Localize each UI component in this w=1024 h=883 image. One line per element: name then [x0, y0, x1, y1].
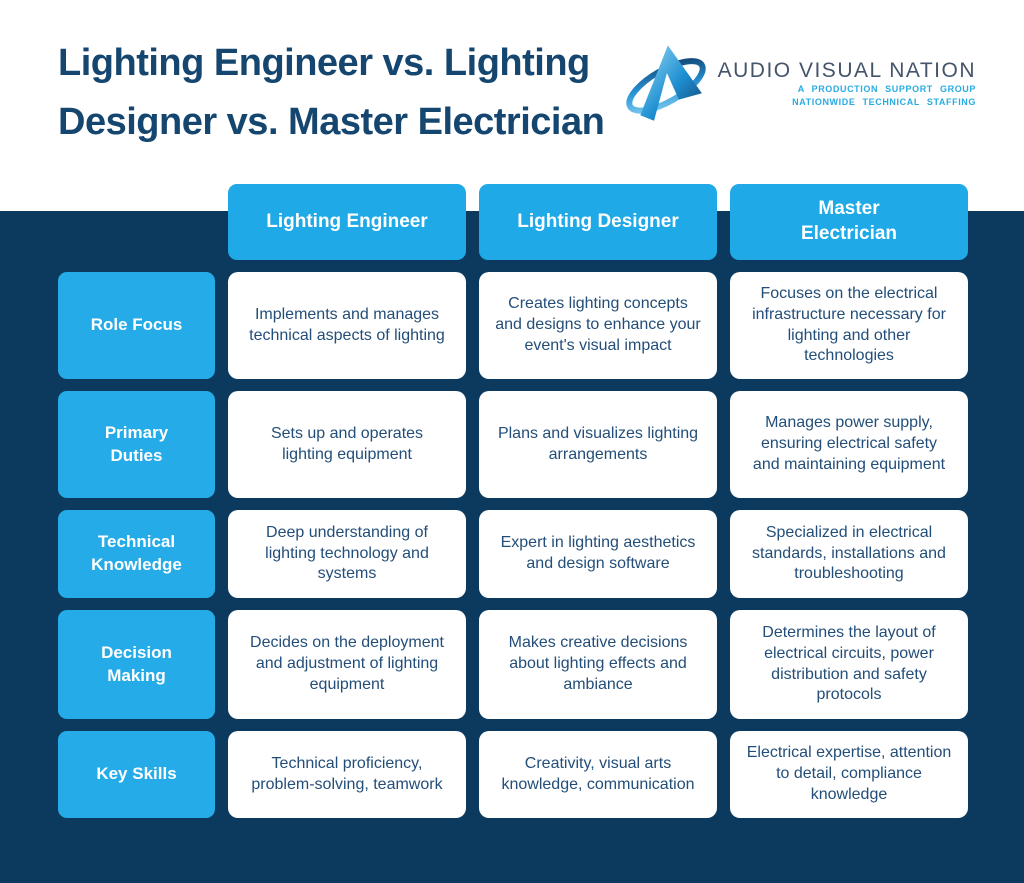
table-cell: Focuses on the electrical infrastructure…	[730, 272, 968, 379]
row-label-text: Role Focus	[90, 315, 183, 335]
column-header-lighting-engineer: Lighting Engineer	[228, 184, 466, 260]
table-cell: Determines the layout of electrical circ…	[730, 610, 968, 719]
logo-name: AUDIO VISUAL NATION	[717, 58, 976, 82]
table-cell: Specialized in electrical standards, ins…	[730, 510, 968, 598]
table-cell: Implements and manages technical aspects…	[228, 272, 466, 379]
column-header-label: Master Electrician	[800, 198, 898, 244]
row-label-role-focus: Role Focus	[58, 272, 215, 379]
logo-tagline-2: NATIONWIDE TECHNICAL STAFFING	[792, 97, 976, 107]
row-label-text: Technical Knowledge	[91, 532, 182, 574]
page-title: Lighting Engineer vs. Lighting Designer …	[58, 34, 605, 152]
orbit-a-logo-icon	[625, 45, 706, 121]
corner-spacer	[58, 184, 215, 260]
row-label-technical-knowledge: Technical Knowledge	[58, 510, 215, 598]
column-header-lighting-designer: Lighting Designer	[479, 184, 717, 260]
table-cell: Expert in lighting aesthetics and design…	[479, 510, 717, 598]
row-label-decision-making: Decision Making	[58, 610, 215, 719]
logo-tagline-1: A PRODUCTION SUPPORT GROUP	[797, 83, 976, 94]
table-cell: Makes creative decisions about lighting …	[479, 610, 717, 719]
column-header-label: Lighting Designer	[517, 210, 679, 232]
table-cell: Electrical expertise, attention to detai…	[730, 731, 968, 818]
row-label-text: Primary Duties	[104, 422, 169, 465]
table-cell: Technical proficiency, problem-solving, …	[228, 731, 466, 818]
row-label-primary-duties: Primary Duties	[58, 391, 215, 498]
column-header-label: Lighting Engineer	[266, 210, 428, 232]
logo-text-block: AUDIO VISUAL NATION A PRODUCTION SUPPORT…	[718, 59, 976, 110]
avn-logo: AUDIO VISUAL NATION A PRODUCTION SUPPORT…	[620, 38, 976, 130]
table-cell: Creates lighting concepts and designs to…	[479, 272, 717, 379]
table-cell: Decides on the deployment and adjustment…	[228, 610, 466, 719]
table-cell: Creativity, visual arts knowledge, commu…	[479, 731, 717, 818]
table-cell: Plans and visualizes lighting arrangemen…	[479, 391, 717, 498]
table-cell: Deep understanding of lighting technolog…	[228, 510, 466, 598]
column-header-master-electrician: Master Electrician	[730, 184, 968, 260]
title-line-2: Designer vs. Master Electrician	[58, 100, 605, 143]
table-cell: Manages power supply, ensuring electrica…	[730, 391, 968, 498]
row-label-key-skills: Key Skills	[58, 731, 215, 818]
row-label-text: Key Skills	[96, 764, 177, 784]
comparison-table: Lighting Engineer Lighting Designer Mast…	[58, 184, 968, 818]
table-cell: Sets up and operates lighting equipment	[228, 391, 466, 498]
title-line-1: Lighting Engineer vs. Lighting	[58, 42, 590, 84]
row-label-text: Decision Making	[101, 642, 172, 685]
